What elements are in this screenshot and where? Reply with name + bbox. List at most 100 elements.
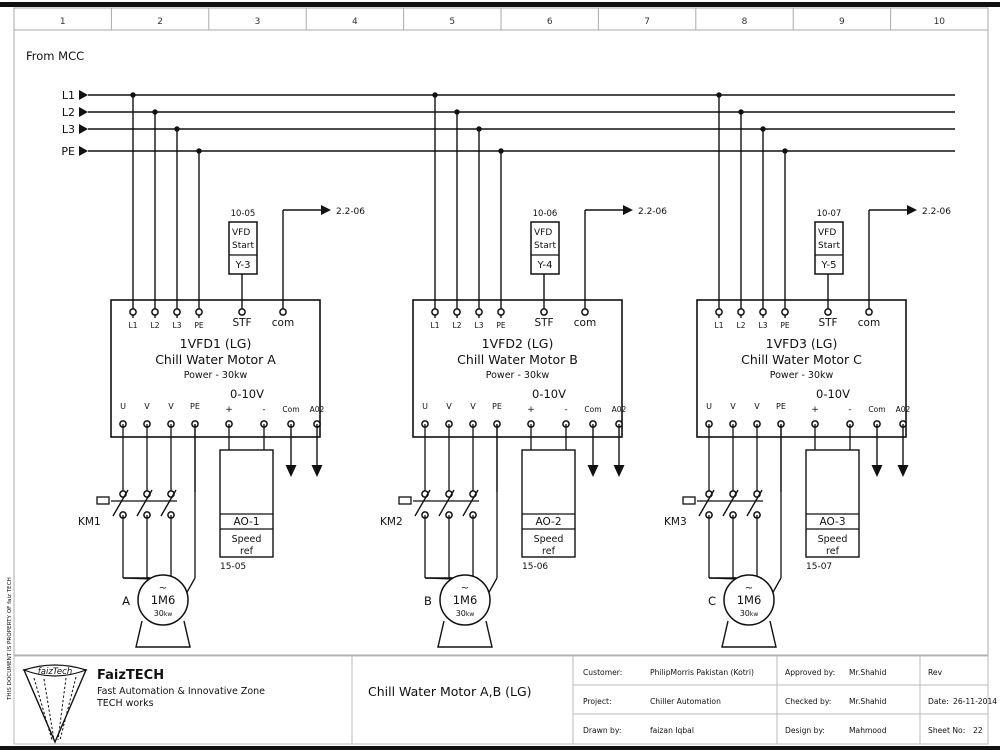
vfd-input-terminal-PE-3 — [497, 308, 505, 316]
column-marker-6: 6 — [547, 17, 553, 27]
ao-block-ref: 15-06 — [522, 562, 548, 572]
ao-block-ref: 15-07 — [806, 562, 832, 572]
design-by-value: Mahmood — [849, 726, 887, 735]
start-block-line-2: Start — [232, 241, 254, 251]
bus-junction — [432, 92, 438, 98]
down-arrow-icon — [871, 465, 883, 477]
ao-speed-ref-block — [521, 449, 576, 558]
project-label: Project: — [583, 697, 612, 706]
start-block-tag: 10-07 — [817, 209, 842, 219]
vfd-label-com: com — [858, 317, 880, 329]
contactor-coil-icon — [682, 496, 696, 505]
vfd-box — [412, 299, 623, 438]
column-marker-1: 1 — [60, 17, 66, 27]
vfd-input-terminal-L1-0 — [431, 308, 439, 316]
contactor-coil-icon — [96, 496, 110, 505]
vfd-output-label-0: U — [120, 402, 126, 411]
vfd-terminal-com — [865, 308, 873, 316]
motor-symbol — [723, 574, 775, 626]
bus-junction — [174, 126, 180, 132]
bus-label-PE: PE — [61, 145, 75, 158]
motor-ac-symbol: ~ — [159, 583, 167, 594]
sheet-top-rule — [0, 2, 1000, 7]
column-marker-5: 5 — [449, 17, 455, 27]
vfd-input-label-PE-3: PE — [194, 321, 204, 330]
vfd-output-label-3: PE — [492, 402, 502, 411]
vfd-analog-range-label: 0-10V — [816, 387, 850, 401]
start-block-line-2: Start — [534, 241, 556, 251]
bus-junction — [454, 109, 460, 115]
vfd-output-label-1: V — [144, 402, 150, 411]
column-marker-4: 4 — [352, 17, 358, 27]
bus-label-L2: L2 — [62, 106, 75, 119]
property-note: THIS DOCUMENT IS PROPERTY OF faiz TECH — [7, 577, 13, 701]
contactor-label: KM2 — [380, 516, 403, 528]
source-label: From MCC — [26, 49, 84, 63]
vfd-output-label-1: V — [730, 402, 736, 411]
start-block-line-2: Start — [818, 241, 840, 251]
bus-arrow-L3 — [79, 124, 88, 134]
sheet-no-value: 22 — [973, 726, 983, 735]
vfd-input-terminal-L2-1 — [151, 308, 159, 316]
motor-tag: 1M6 — [737, 593, 762, 607]
start-block-line-1: VFD — [232, 228, 250, 238]
ao-block-line-2: ref — [542, 546, 556, 557]
ao-speed-ref-block — [219, 449, 274, 558]
bus-junction — [152, 109, 158, 115]
vfd-start-block — [814, 221, 844, 275]
drawing-frame — [13, 29, 989, 656]
vfd-input-label-L3-2: L3 — [173, 321, 182, 330]
cross-ref-label: 2.2-06 — [336, 207, 365, 217]
customer-label: Customer: — [583, 668, 622, 677]
cross-ref-arrow-icon — [321, 205, 331, 215]
company-name: FaizTECH — [97, 668, 164, 683]
vfd-start-block — [530, 221, 560, 275]
vfd-label-com: com — [272, 317, 294, 329]
customer-value: PhilipMorris Pakistan (Kotri) — [650, 668, 754, 677]
vfd-analog-label-Com: Com — [868, 405, 885, 414]
contactor-label: KM3 — [664, 516, 687, 528]
contactor-blade — [414, 489, 431, 517]
approved-by-label: Approved by: — [785, 668, 835, 677]
vfd-output-label-0: U — [422, 402, 428, 411]
column-marker-2: 2 — [157, 17, 163, 27]
column-marker-3: 3 — [255, 17, 261, 27]
drawing-title: Chill Water Motor A,B (LG) — [368, 684, 532, 699]
bus-label-L3: L3 — [62, 123, 75, 136]
motor-pedestal-icon — [721, 620, 777, 648]
contactor-blade — [746, 489, 763, 517]
motor-pedestal-icon — [437, 620, 493, 648]
company-tagline-1: Fast Automation & Innovative Zone — [97, 686, 265, 697]
vfd-output-label-0: U — [706, 402, 712, 411]
ao-block-line-2: ref — [240, 546, 254, 557]
ao-block-line-1: Speed — [232, 534, 262, 545]
ao-block-line-2: ref — [826, 546, 840, 557]
sheet-bottom-rule — [0, 746, 1000, 750]
bus-junction — [760, 126, 766, 132]
vfd-analog-label-A02: A02 — [310, 405, 325, 414]
drawn-by-label: Drawn by: — [583, 726, 621, 735]
start-block-line-1: VFD — [818, 228, 836, 238]
motor-pe-lead — [185, 577, 196, 595]
bus-junction — [196, 148, 202, 154]
contactor-blade — [112, 489, 129, 517]
motor-symbol — [137, 574, 189, 626]
date-label: Date: — [928, 697, 949, 706]
vfd-analog-label-+: + — [811, 405, 819, 415]
ao-block-tag: AO-2 — [535, 516, 561, 528]
motor-phase-label: C — [708, 594, 716, 608]
vfd-input-terminal-L1-0 — [129, 308, 137, 316]
vfd-analog-label-+: + — [225, 405, 233, 415]
vfd-analog-range-label: 0-10V — [230, 387, 264, 401]
vfd-subtitle: Chill Water Motor B — [457, 352, 578, 367]
vfd-terminal-stf — [540, 308, 548, 316]
motor-tag: 1M6 — [453, 593, 478, 607]
vfd-output-label-2: V — [168, 402, 174, 411]
motor-power: 30kw — [154, 609, 173, 618]
bus-junction — [476, 126, 482, 132]
